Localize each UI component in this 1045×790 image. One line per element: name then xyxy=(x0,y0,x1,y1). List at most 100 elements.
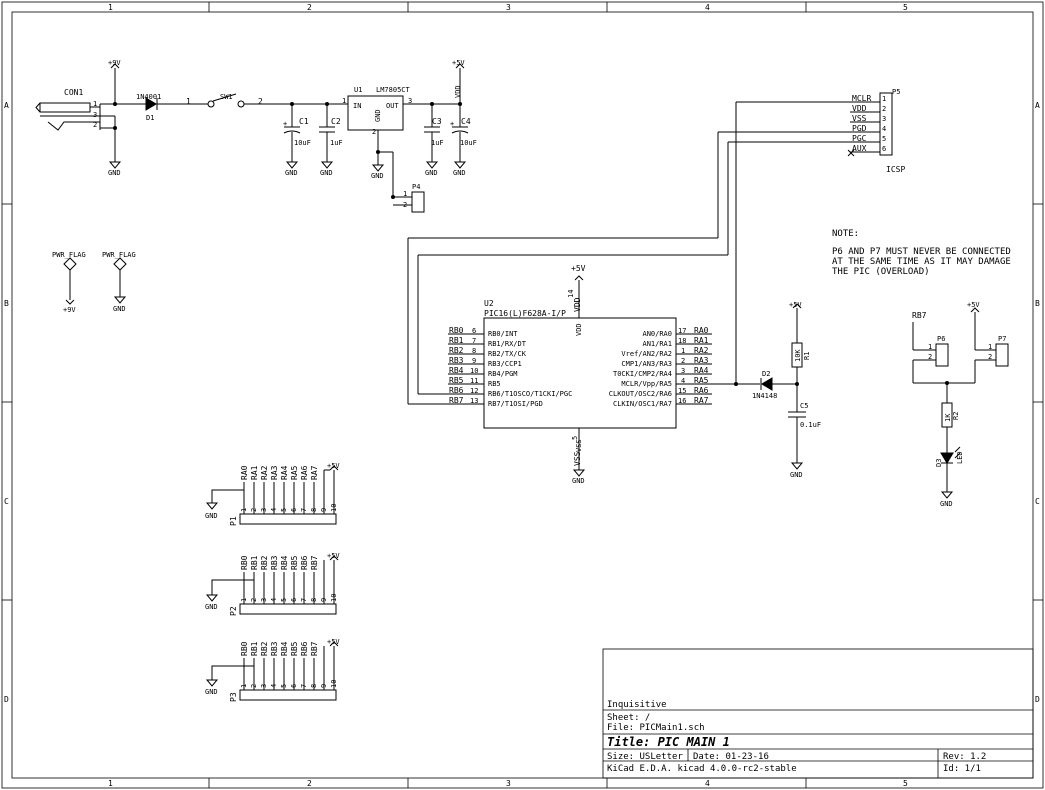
p1-net: RA4 xyxy=(280,465,289,480)
con1-pin: 2 xyxy=(93,121,97,129)
u1-gnd-label: GND xyxy=(374,109,382,122)
p3-ref: P3 xyxy=(229,692,238,702)
gnd-label: GND xyxy=(320,169,333,177)
gnd-label: GND xyxy=(285,169,298,177)
rb-pin-num: 13 xyxy=(470,397,478,405)
c5-ref: C5 xyxy=(800,402,808,410)
u1-pin1: 1 xyxy=(342,97,346,105)
u1-value: LM7805CT xyxy=(376,86,411,94)
reset-circuit xyxy=(760,303,806,470)
pin-num: 7 xyxy=(300,684,308,688)
vss-pin-label: VSS xyxy=(575,439,583,452)
icsp-pin-name: MCLR xyxy=(852,94,871,103)
p6-pin1: 1 xyxy=(928,343,932,351)
con1-pin: 3 xyxy=(93,111,97,119)
icsp-labels: P5 ICSP MCLR VDD VSS PGD PGC AUX 2 1 3 4… xyxy=(852,88,905,174)
pin-num: 4 xyxy=(270,684,278,688)
p4-pin2: 2 xyxy=(403,201,407,209)
p2-net: RB5 xyxy=(290,555,299,570)
p2-net: RB4 xyxy=(280,555,289,570)
note-heading: NOTE: xyxy=(832,229,859,239)
row-label: C xyxy=(1035,497,1040,506)
col-label: 5 xyxy=(903,779,908,788)
pin-num: 8 xyxy=(310,684,318,688)
col-label: 2 xyxy=(307,779,312,788)
gnd-label: GND xyxy=(205,512,218,520)
p4-ref: P4 xyxy=(412,183,420,191)
p6-pin2: 2 xyxy=(928,353,932,361)
pin-num: 1 xyxy=(240,508,248,512)
icsp-pin-num: 6 xyxy=(882,145,886,153)
power-section xyxy=(35,68,469,213)
note-block: NOTE: P6 AND P7 MUST NEVER BE CONNECTED … xyxy=(832,229,1011,277)
rb-pin-num: 8 xyxy=(472,347,476,355)
d1-value: 1N4001 xyxy=(136,93,161,101)
d2-value: 1N4148 xyxy=(752,392,777,400)
vdd-pin-label: VDD xyxy=(575,323,583,336)
rb-pin-func: RB3/CCP1 xyxy=(488,360,522,368)
header-p2: RB0 RB1 RB2 RB3 RB4 RB5 RB6 RB7 +5V GND … xyxy=(205,552,340,616)
gnd-label: GND xyxy=(371,172,384,180)
p2-net: RB1 xyxy=(250,555,259,570)
rb-pin-func: RB0/INT xyxy=(488,330,518,338)
ra-pin-num: 1 xyxy=(681,347,685,355)
ra-pin-func: Vref/AN2/RA2 xyxy=(621,350,672,358)
icsp-pin-num: 5 xyxy=(882,135,886,143)
pin-num: 9 xyxy=(320,508,328,512)
pin-num: 4 xyxy=(270,508,278,512)
ra-pin-num: 16 xyxy=(678,397,686,405)
company-name: Inquisitive xyxy=(607,700,667,710)
p1-net: RA6 xyxy=(300,465,309,480)
plus5v-label: +5V xyxy=(452,59,465,67)
p2-net: RB3 xyxy=(270,555,279,570)
u1-out-label: OUT xyxy=(386,102,399,110)
rb-pin-num: 9 xyxy=(472,357,476,365)
tool-field: KiCad E.D.A. kicad 4.0.0-rc2-stable xyxy=(607,764,797,774)
sw1-pin1: 1 xyxy=(186,97,191,106)
p2-net: RB2 xyxy=(260,555,269,570)
icsp-pin-num: 3 xyxy=(882,115,886,123)
r2-ref: R2 xyxy=(952,412,960,420)
p2-net: RB0 xyxy=(240,555,249,570)
p1-net: RA0 xyxy=(240,465,249,480)
ra-pin-num: 17 xyxy=(678,327,686,335)
pin-num: 6 xyxy=(290,598,298,602)
u1-pin2: 2 xyxy=(372,128,376,136)
plus5v-label: +5V xyxy=(789,301,802,309)
row-label: A xyxy=(1035,101,1040,110)
plus9v-label: +9V xyxy=(108,59,121,67)
rb-net: RB6 xyxy=(449,386,464,395)
led-junctions xyxy=(945,381,949,385)
ra-pin-num: 18 xyxy=(678,337,686,345)
ra-net: RA0 xyxy=(694,326,709,335)
col-label: 1 xyxy=(108,779,113,788)
pin-num: 4 xyxy=(270,598,278,602)
icsp-pin-name: VDD xyxy=(852,104,867,113)
p7-pin1: 1 xyxy=(988,343,992,351)
ra-net: RA4 xyxy=(694,366,709,375)
reset-labels: +5V 10K R1 D2 1N4148 C5 0.1uF GND xyxy=(752,301,821,479)
p3-net: RB3 xyxy=(270,641,279,656)
p4-pin1: 1 xyxy=(403,190,407,198)
p2-ref: P2 xyxy=(229,606,238,616)
pwr-flag-label: PWR_FLAG xyxy=(52,251,86,259)
rb-net: RB4 xyxy=(449,366,464,375)
led-circuit xyxy=(912,307,1009,499)
rb-pin-num: 7 xyxy=(472,337,476,345)
pin-num: 9 xyxy=(320,684,328,688)
power-junctions xyxy=(113,102,462,199)
icsp-pin-num: 1 xyxy=(882,95,886,103)
icsp-pin-name: VSS xyxy=(852,114,867,123)
rb-net: RB1 xyxy=(449,336,464,345)
rb-pin-func: RB1/RX/DT xyxy=(488,340,527,348)
sw1-ref: SW1 xyxy=(220,93,233,101)
pwr-flag-label: PWR_FLAG xyxy=(102,251,136,259)
r1-ref: R1 xyxy=(803,352,811,360)
c2-value: 1uF xyxy=(330,139,343,147)
plus5v-label: +5V xyxy=(327,552,340,560)
gnd-label: GND xyxy=(108,169,121,177)
pin-num: 8 xyxy=(310,508,318,512)
pin-num: 7 xyxy=(300,598,308,602)
ra-net: RA3 xyxy=(694,356,709,365)
